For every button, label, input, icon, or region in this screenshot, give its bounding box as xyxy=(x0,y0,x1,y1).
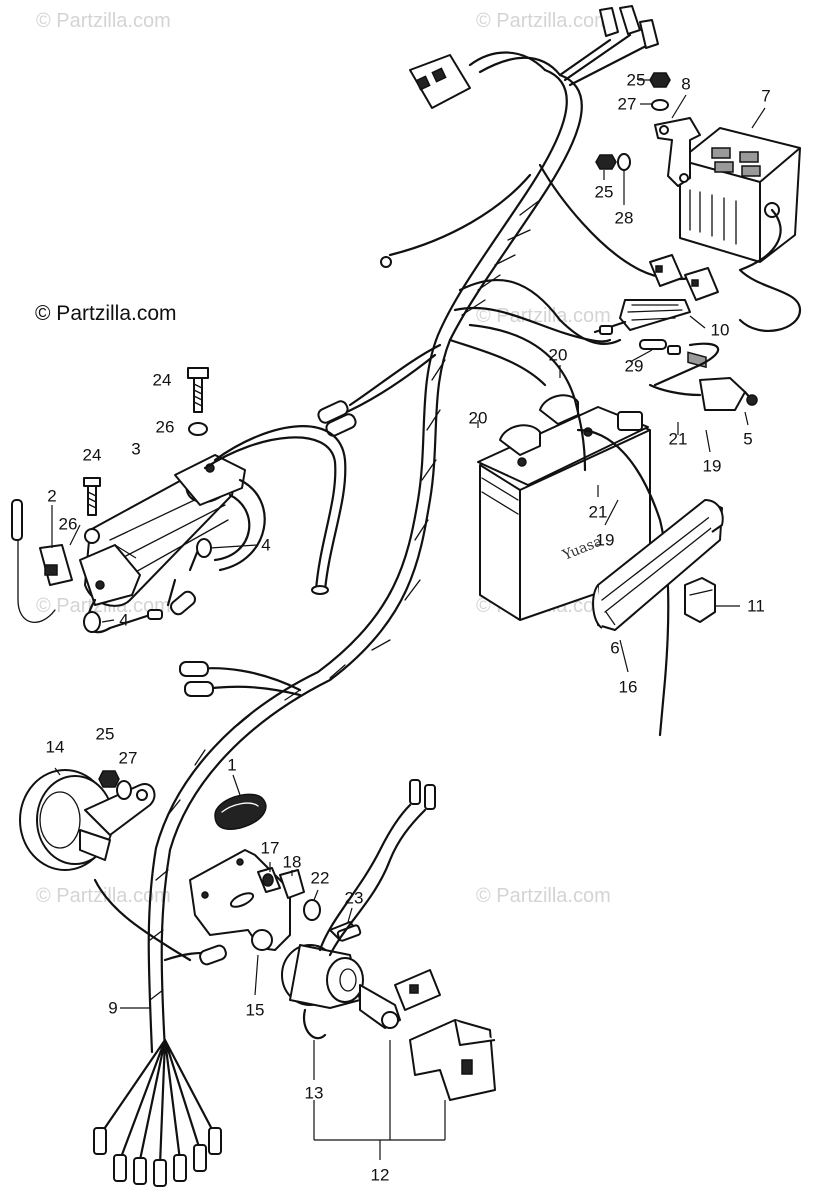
leader-lines xyxy=(51,79,766,1160)
watermark: © Partzilla.com xyxy=(476,305,611,327)
clip-part-11 xyxy=(684,577,716,623)
battery-strap-part-16 xyxy=(592,499,724,631)
horn-nut-washer xyxy=(98,770,132,800)
callout-26: 26 xyxy=(58,514,78,534)
callout-27: 27 xyxy=(118,748,138,768)
watermark: © Partzilla.com xyxy=(476,10,611,32)
callout-28: 28 xyxy=(614,208,634,228)
callout-26: 26 xyxy=(155,417,175,437)
spark-plug-lead xyxy=(203,425,347,595)
callout-13: 13 xyxy=(304,1083,324,1103)
key-cylinder-part-13 xyxy=(394,969,496,1101)
main-connector xyxy=(409,54,471,109)
callout-24: 24 xyxy=(152,370,172,390)
callout-14: 14 xyxy=(45,737,65,757)
callout-6: 6 xyxy=(610,638,620,658)
callout-22: 22 xyxy=(310,868,330,888)
battery-cables xyxy=(468,323,670,737)
callout-10: 10 xyxy=(710,320,730,340)
copyright-credit: © Partzilla.com xyxy=(35,302,177,325)
fuse-part-29 xyxy=(639,339,681,355)
callout-19: 19 xyxy=(595,530,615,550)
callout-15: 15 xyxy=(245,1000,265,1020)
callout-16: 16 xyxy=(618,677,638,697)
fuse-holder-part-10 xyxy=(593,299,720,387)
mount-bracket-part-8 xyxy=(654,117,701,187)
coil-wiring xyxy=(83,478,266,634)
relay-part-5 xyxy=(648,377,758,411)
switch-bracket-part-15 xyxy=(189,849,291,951)
callout-7: 7 xyxy=(761,86,771,106)
callout-9: 9 xyxy=(108,998,118,1018)
callout-20: 20 xyxy=(468,408,488,428)
ignition-coil-part-3 xyxy=(79,454,246,607)
horn-part-14 xyxy=(19,769,192,962)
callout-1: 1 xyxy=(227,755,237,775)
wire-harness-part-9 xyxy=(93,5,692,1187)
grommet-part-1 xyxy=(214,793,267,830)
callout-29: 29 xyxy=(624,356,644,376)
callout-25: 25 xyxy=(95,724,115,744)
fuse-box-part-7 xyxy=(679,127,802,369)
spark-plug-cap-part-2 xyxy=(11,499,73,623)
callout-4: 4 xyxy=(261,535,271,555)
ignition-switch-part-12 xyxy=(281,779,436,1040)
callout-19: 19 xyxy=(702,456,722,476)
callout-17: 17 xyxy=(260,838,280,858)
callout-24: 24 xyxy=(82,445,102,465)
nut-washer-hardware xyxy=(595,72,671,171)
battery-part-6: Yuasa xyxy=(477,394,651,621)
callout-25: 25 xyxy=(626,70,646,90)
callout-18: 18 xyxy=(282,852,302,872)
callout-5: 5 xyxy=(743,429,753,449)
callout-11: 11 xyxy=(747,596,765,616)
callout-20: 20 xyxy=(548,345,568,365)
callout-27: 27 xyxy=(617,94,637,114)
callout-12: 12 xyxy=(370,1165,390,1185)
callout-4: 4 xyxy=(119,610,129,630)
callout-3: 3 xyxy=(131,439,141,459)
callout-23: 23 xyxy=(344,888,364,908)
coil-bolts xyxy=(83,367,209,516)
ignition-connector xyxy=(649,254,719,301)
callout-8: 8 xyxy=(681,74,691,94)
watermark: © Partzilla.com xyxy=(36,10,171,32)
callout-25: 25 xyxy=(594,182,614,202)
callout-21: 21 xyxy=(668,429,688,449)
watermark: © Partzilla.com xyxy=(36,595,171,617)
callout-2: 2 xyxy=(47,486,57,506)
callout-21: 21 xyxy=(588,502,608,522)
watermark: © Partzilla.com xyxy=(36,885,171,907)
watermark: © Partzilla.com xyxy=(476,885,611,907)
